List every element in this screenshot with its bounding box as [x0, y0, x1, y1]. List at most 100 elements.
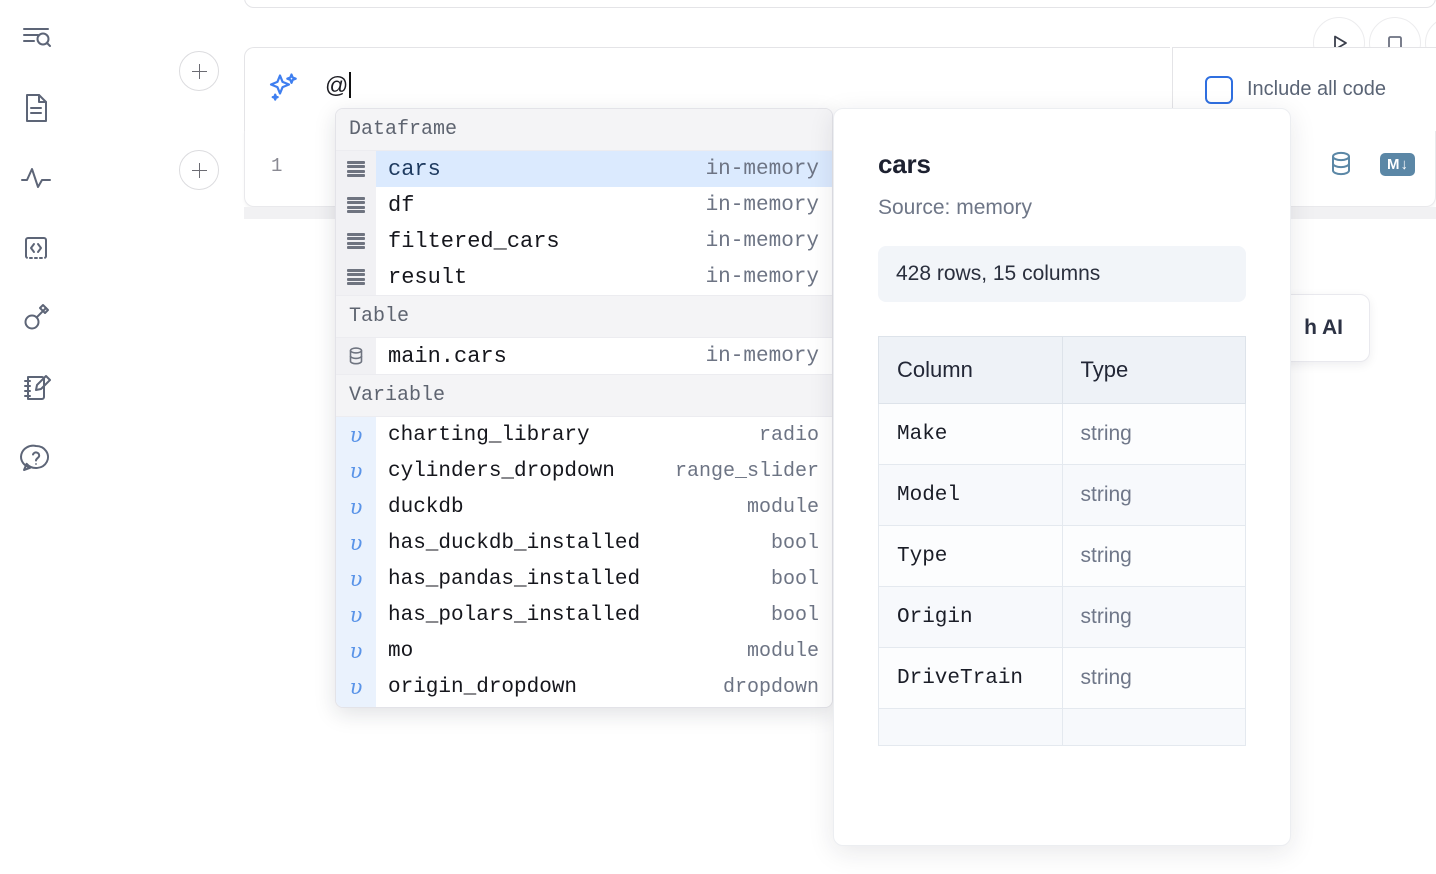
autocomplete-item-meta: radio: [758, 423, 819, 447]
autocomplete-item[interactable]: υ cylinders_dropdown range_slider: [336, 453, 832, 489]
autocomplete-item-name: charting_library: [388, 423, 590, 447]
scratchpad-icon: [19, 371, 53, 405]
detail-column-type: string: [1061, 464, 1246, 526]
autocomplete-item-icon: [336, 151, 376, 187]
autocomplete-item[interactable]: υ origin_dropdown dropdown: [336, 669, 832, 705]
add-cell-above-button[interactable]: [179, 51, 219, 91]
autocomplete-item-name: cars: [388, 156, 441, 182]
autocomplete-item-name: filtered_cars: [388, 228, 560, 254]
detail-column-name: [878, 708, 1063, 746]
secrets-key-icon: [19, 301, 53, 335]
database-icon[interactable]: [1326, 149, 1356, 179]
detail-table-header-cell: Type: [1061, 336, 1246, 404]
database-table-icon: [349, 347, 363, 365]
plus-icon: [191, 63, 207, 79]
detail-table-header-cell: Column: [878, 336, 1063, 404]
sidebar-item-activity[interactable]: [14, 156, 58, 200]
variable-icon: υ: [349, 639, 363, 663]
autocomplete-item-meta: dropdown: [722, 675, 819, 699]
autocomplete-item-icon: [336, 259, 376, 295]
autocomplete-item[interactable]: cars in-memory: [336, 151, 832, 187]
variable-icon: υ: [349, 495, 363, 519]
markdown-icon[interactable]: M↓: [1380, 152, 1415, 176]
autocomplete-item-meta: in-memory: [705, 229, 819, 253]
detail-column-type: string: [1061, 403, 1246, 465]
ai-prompt-value: @: [325, 72, 349, 98]
sidebar-rail: [0, 0, 72, 874]
play-icon: [1334, 35, 1347, 51]
detail-column-name: Model: [878, 464, 1063, 526]
explore-icon: [18, 20, 54, 56]
sidebar-item-snippets[interactable]: [14, 226, 58, 270]
markdown-badge-arrow: ↓: [1400, 155, 1409, 173]
autocomplete-group-header: Table: [336, 295, 832, 338]
sidebar-item-scratchpad[interactable]: [14, 366, 58, 410]
include-all-code-checkbox[interactable]: [1205, 75, 1233, 104]
sidebar-item-help[interactable]: [14, 436, 58, 480]
autocomplete-item-icon: [336, 223, 376, 259]
autocomplete-item-icon: υ: [336, 633, 376, 669]
variable-icon: υ: [349, 603, 363, 627]
autocomplete-item-icon: υ: [336, 417, 376, 453]
variable-icon: υ: [349, 567, 363, 591]
autocomplete-item-icon: υ: [336, 597, 376, 633]
line-number: 1: [271, 155, 283, 177]
autocomplete-item-name: origin_dropdown: [388, 675, 578, 699]
autocomplete-item[interactable]: filtered_cars in-memory: [336, 223, 832, 259]
autocomplete-item-icon: υ: [336, 561, 376, 597]
variable-icon: υ: [349, 675, 363, 699]
autocomplete-item-icon: υ: [336, 669, 376, 705]
autocomplete-item[interactable]: υpandasmodule: [336, 705, 832, 707]
autocomplete-item-name: cylinders_dropdown: [388, 459, 615, 483]
table-row: [878, 708, 1246, 746]
autocomplete-item-meta: module: [746, 495, 819, 519]
sidebar-item-secrets[interactable]: [14, 296, 58, 340]
autocomplete-item[interactable]: υ has_pandas_installed bool: [336, 561, 832, 597]
autocomplete-item-name: has_pandas_installed: [388, 567, 641, 591]
add-cell-below-button[interactable]: [179, 150, 219, 190]
dataframe-rows-icon: [347, 269, 365, 285]
variable-icon: υ: [349, 423, 363, 447]
autocomplete-detail-panel: cars Source: memory 428 rows, 15 columns…: [833, 108, 1291, 846]
sidebar-item-documentation[interactable]: [14, 86, 58, 130]
dataframe-rows-icon: [347, 197, 365, 213]
dataframe-rows-icon: [347, 233, 365, 249]
autocomplete-item-icon: υ: [336, 705, 376, 707]
detail-column-type: string: [1061, 586, 1246, 648]
text-caret: [349, 72, 351, 98]
detail-column-name: Type: [878, 525, 1063, 587]
autocomplete-item-meta: range_slider: [674, 459, 819, 483]
detail-title: cars: [878, 149, 931, 179]
autocomplete-item-meta: bool: [770, 567, 819, 591]
plus-icon: [191, 162, 207, 178]
include-all-code-label: Include all code: [1247, 78, 1386, 100]
autocomplete-item-meta: in-memory: [705, 157, 819, 181]
autocomplete-item-name: main.cars: [388, 343, 507, 369]
document-icon: [19, 91, 53, 125]
autocomplete-item-name: result: [388, 264, 468, 290]
ai-prompt-text[interactable]: @: [325, 70, 351, 100]
cell-actions: M↓: [1326, 149, 1415, 179]
variable-icon: υ: [349, 459, 363, 483]
sidebar-item-explore[interactable]: [14, 16, 58, 60]
autocomplete-item-icon: υ: [336, 489, 376, 525]
activity-icon: [18, 162, 54, 194]
autocomplete-item-meta: in-memory: [705, 265, 819, 289]
autocomplete-item[interactable]: υ charting_library radio: [336, 417, 832, 453]
detail-source: Source: memory: [878, 196, 1033, 219]
autocomplete-item[interactable]: result in-memory: [336, 259, 832, 295]
